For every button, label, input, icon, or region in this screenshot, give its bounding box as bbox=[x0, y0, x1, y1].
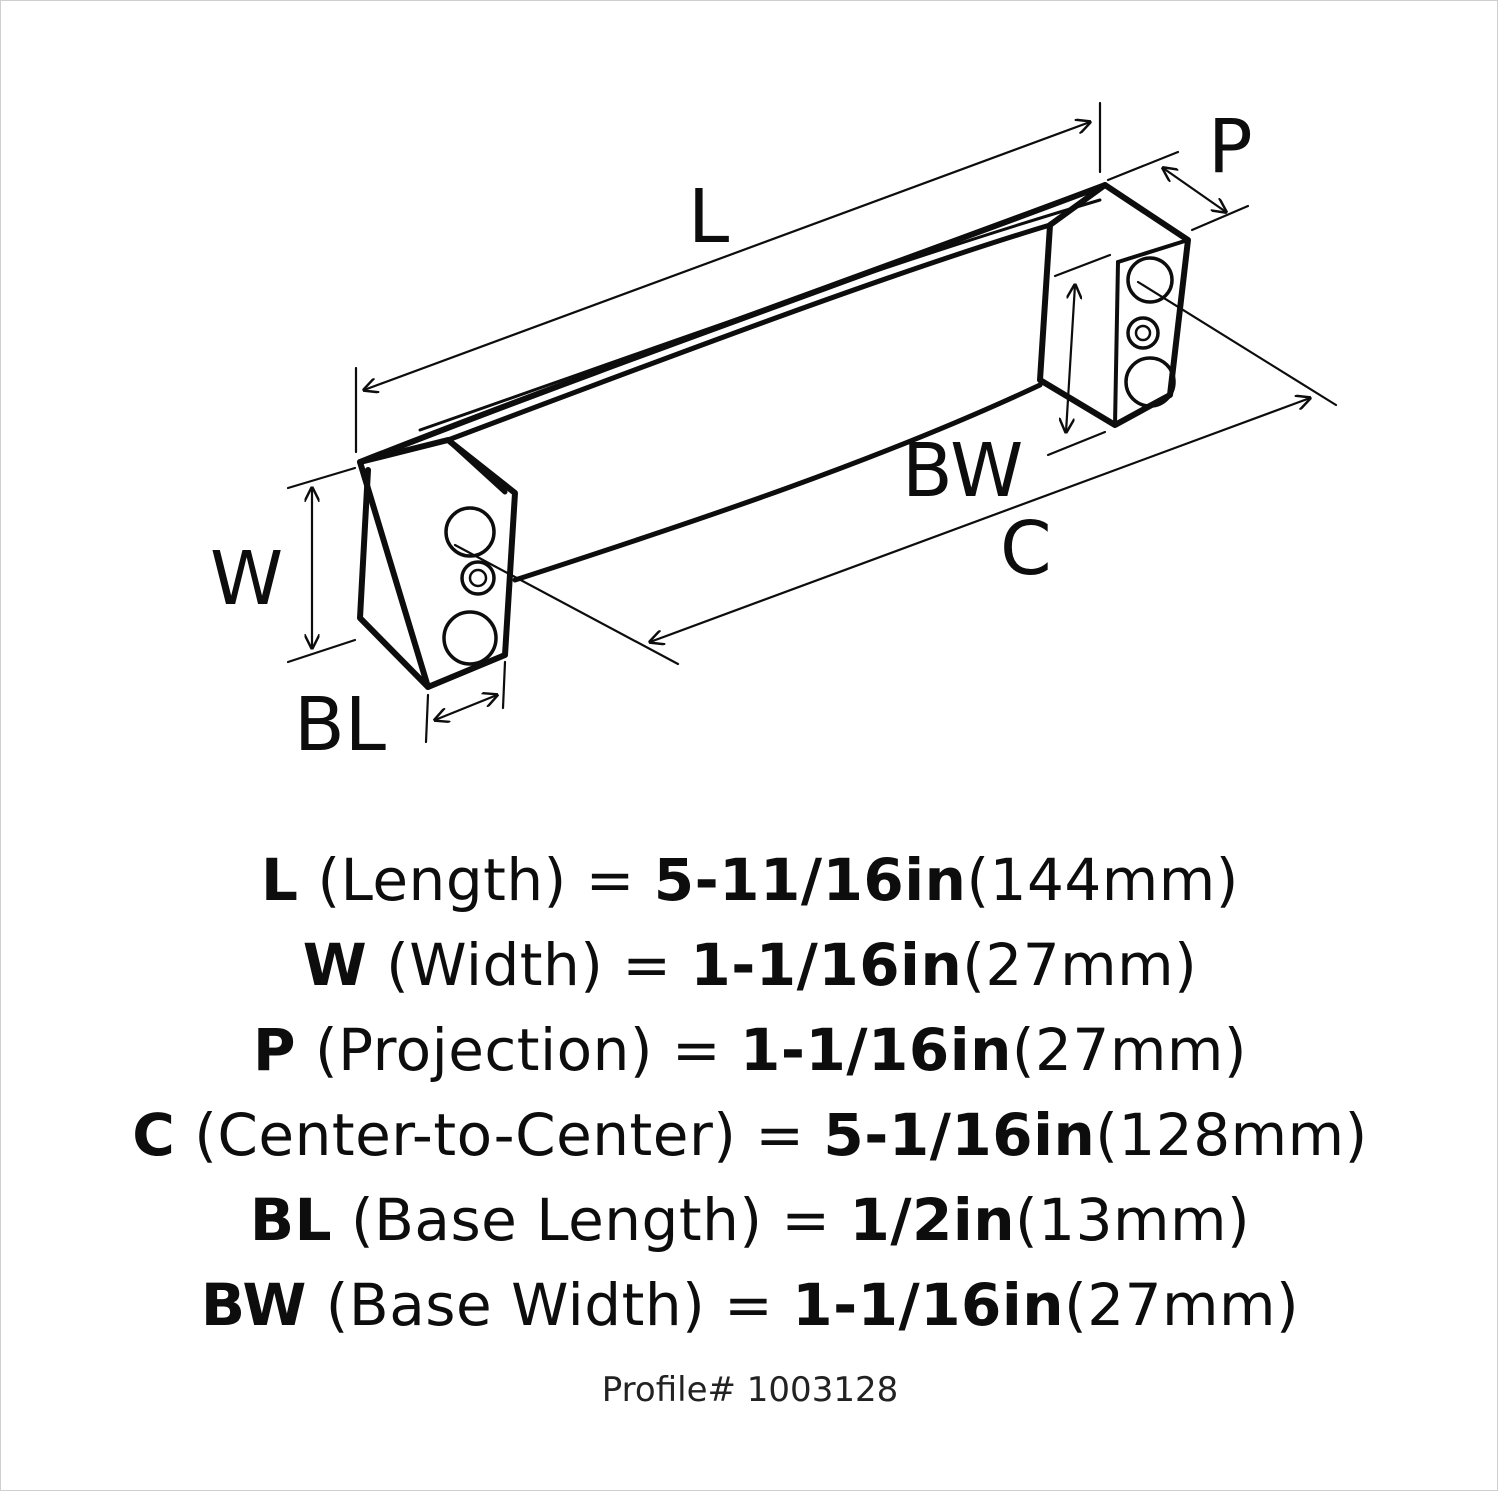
label-c: C bbox=[1000, 506, 1052, 592]
spec-imperial-value: 1-1/16in bbox=[740, 1016, 1012, 1084]
spec-description: (Base Width) bbox=[325, 1271, 706, 1339]
spec-key: W bbox=[302, 931, 368, 999]
label-p: P bbox=[1208, 104, 1253, 190]
spec-imperial-value: 1-1/16in bbox=[792, 1271, 1065, 1339]
profile-number: Profile# 1003128 bbox=[601, 1370, 899, 1410]
label-w: W bbox=[210, 536, 283, 622]
bl-dimension-line bbox=[435, 695, 497, 720]
bl-extension-left bbox=[424, 693, 430, 744]
spec-metric-value: (128mm) bbox=[1095, 1101, 1368, 1169]
dimension-specifications: L (Length) = 5-11/16in(144mm) W (Width) … bbox=[0, 838, 1500, 1348]
spec-line-base-width: BW (Base Width) = 1-1/16in(27mm) bbox=[0, 1263, 1500, 1348]
spec-imperial-value: 1/2in bbox=[849, 1186, 1016, 1254]
left-post-face-edge bbox=[357, 467, 431, 690]
right-bottom-hole bbox=[1124, 356, 1176, 408]
p-extension-left bbox=[1106, 150, 1180, 182]
spec-imperial-value: 5-11/16in bbox=[653, 846, 967, 914]
spec-equals: = bbox=[781, 1186, 831, 1254]
p-dimension-line bbox=[1163, 168, 1226, 212]
label-bl: BL bbox=[294, 682, 386, 768]
spec-key: C bbox=[132, 1101, 176, 1169]
p-extension-right bbox=[1190, 204, 1250, 232]
right-top-hole bbox=[1126, 256, 1174, 304]
bw-extension-bottom bbox=[1046, 430, 1107, 457]
right-post-face-left bbox=[1113, 260, 1120, 427]
spec-line-projection: P (Projection) = 1-1/16in(27mm) bbox=[0, 1008, 1500, 1093]
left-bottom-hole bbox=[442, 610, 498, 666]
w-extension-top bbox=[286, 466, 357, 490]
c-center-line-left bbox=[453, 543, 680, 666]
spec-equals: = bbox=[585, 846, 635, 914]
dimension-lines bbox=[286, 101, 1338, 744]
w-extension-bottom bbox=[286, 638, 357, 664]
spec-equals: = bbox=[671, 1016, 722, 1084]
spec-metric-value: (27mm) bbox=[1011, 1016, 1247, 1084]
spec-metric-value: (144mm) bbox=[966, 846, 1239, 914]
c-dimension-line bbox=[650, 398, 1310, 642]
pull-handle-outline bbox=[357, 182, 1191, 690]
spec-line-base-length: BL (Base Length) = 1/2in(13mm) bbox=[0, 1178, 1500, 1263]
spec-description: (Base Length) bbox=[351, 1186, 763, 1254]
left-screw-hole bbox=[460, 560, 496, 596]
spec-key: BL bbox=[249, 1186, 333, 1254]
right-screw-inner bbox=[1134, 324, 1152, 342]
spec-line-center-to-center: C (Center-to-Center) = 5-1/16in(128mm) bbox=[0, 1093, 1500, 1178]
spec-line-length: L (Length) = 5-11/16in(144mm) bbox=[0, 838, 1500, 923]
label-bw: BW bbox=[902, 428, 1023, 514]
l-dimension-line bbox=[364, 122, 1090, 390]
spec-equals: = bbox=[755, 1101, 805, 1169]
right-post-face bbox=[1116, 238, 1190, 264]
label-l: L bbox=[688, 174, 729, 260]
spec-description: (Length) bbox=[317, 846, 567, 914]
left-screw-inner bbox=[468, 568, 488, 588]
spec-metric-value: (13mm) bbox=[1015, 1186, 1251, 1254]
spec-description: (Projection) bbox=[314, 1016, 654, 1084]
spec-key: L bbox=[261, 846, 299, 914]
handle-dimension-diagram: L P W BL BW C bbox=[210, 101, 1338, 768]
bw-extension-top bbox=[1053, 253, 1112, 278]
spec-imperial-value: 5-1/16in bbox=[823, 1101, 1096, 1169]
spec-metric-value: (27mm) bbox=[1064, 1271, 1300, 1339]
c-center-line-right bbox=[1136, 280, 1338, 407]
spec-description: (Width) bbox=[386, 931, 604, 999]
spec-metric-value: (27mm) bbox=[962, 931, 1198, 999]
spec-description: (Center-to-Center) bbox=[194, 1101, 737, 1169]
left-post-inner-edge bbox=[445, 437, 508, 495]
spec-imperial-value: 1-1/16in bbox=[690, 931, 963, 999]
left-top-hole bbox=[444, 506, 496, 558]
bl-extension-right bbox=[501, 660, 507, 710]
top-bar-front bbox=[357, 182, 1108, 465]
spec-equals: = bbox=[724, 1271, 774, 1339]
spec-line-width: W (Width) = 1-1/16in(27mm) bbox=[0, 923, 1500, 1008]
spec-key: P bbox=[253, 1016, 297, 1084]
spec-key: BW bbox=[200, 1271, 307, 1339]
top-bar-back bbox=[445, 222, 1053, 443]
bw-dimension-line bbox=[1066, 285, 1075, 432]
spec-equals: = bbox=[622, 931, 672, 999]
right-screw-hole bbox=[1126, 316, 1160, 350]
